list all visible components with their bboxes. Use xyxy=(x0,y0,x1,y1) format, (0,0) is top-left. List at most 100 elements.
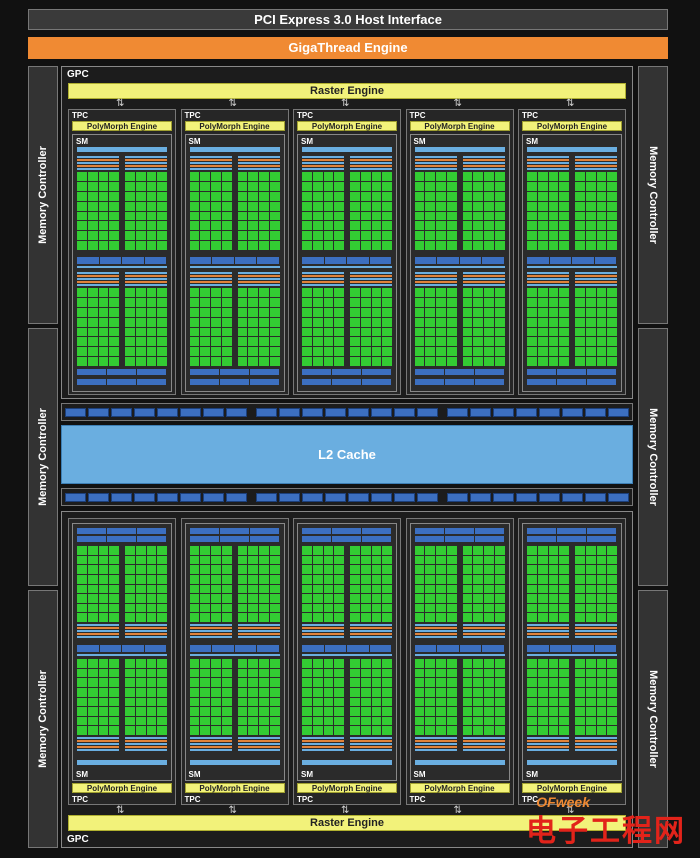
cuda-core xyxy=(211,191,221,201)
dispatch-bar xyxy=(414,633,457,635)
cuda-core xyxy=(146,613,157,622)
cuda-core xyxy=(189,584,200,594)
l2-register-cell xyxy=(325,408,346,417)
cuda-core xyxy=(211,594,221,603)
cuda-core xyxy=(425,297,435,307)
dispatch-bar xyxy=(350,156,392,158)
cuda-core xyxy=(360,327,371,337)
cuda-core xyxy=(125,201,135,211)
cuda-core xyxy=(334,231,344,241)
cuda-core xyxy=(537,241,548,250)
cuda-core xyxy=(382,707,392,716)
cuda-core xyxy=(109,687,119,697)
cuda-core xyxy=(221,357,232,366)
cuda-core xyxy=(98,211,109,221)
cuda-core xyxy=(585,337,596,347)
cuda-core xyxy=(425,716,435,726)
cuda-core xyxy=(109,317,119,327)
dispatch-bar xyxy=(302,633,344,635)
cuda-core xyxy=(575,357,585,366)
l2-register-cell xyxy=(493,493,514,502)
l2-register-cell xyxy=(516,493,537,502)
cuda-core xyxy=(414,201,425,211)
cuda-core xyxy=(125,172,135,181)
dispatch-bar xyxy=(575,749,617,751)
cuda-core xyxy=(350,697,360,707)
l2-register-cell xyxy=(279,493,300,502)
cuda-core xyxy=(382,307,392,317)
l2-register-cell xyxy=(203,408,224,417)
cuda-core xyxy=(312,221,323,231)
l2-register-cell xyxy=(256,493,277,502)
dispatch-bar xyxy=(414,627,457,629)
cuda-core xyxy=(125,347,135,357)
cuda-core xyxy=(382,716,392,726)
cuda-core xyxy=(302,574,312,584)
cuda-core xyxy=(125,697,135,707)
cuda-core xyxy=(237,297,248,307)
cuda-core xyxy=(221,221,232,231)
watermark-logo: OFweek xyxy=(536,794,590,810)
cuda-core xyxy=(382,565,392,574)
cuda-core xyxy=(189,594,200,603)
cuda-core xyxy=(259,337,269,347)
register-file-cell xyxy=(189,257,211,264)
cuda-core xyxy=(371,297,382,307)
cuda-core xyxy=(323,594,334,603)
cuda-core xyxy=(135,337,146,347)
cuda-core xyxy=(559,221,569,231)
memory-controller-label: Memory Controller xyxy=(37,408,49,506)
cuda-core xyxy=(414,659,425,668)
cuda-core xyxy=(537,327,548,337)
dispatch-bar xyxy=(575,284,617,286)
cuda-core xyxy=(350,668,360,678)
dispatch-bar xyxy=(77,633,119,635)
cuda-core xyxy=(259,546,269,555)
cuda-core xyxy=(585,347,596,357)
cuda-core xyxy=(548,613,559,622)
cuda-core xyxy=(87,668,98,678)
cuda-core xyxy=(146,317,157,327)
cuda-core xyxy=(414,555,425,565)
dispatch-bar xyxy=(125,636,167,638)
arrow-icon: ⇅ xyxy=(341,98,350,109)
cuda-core xyxy=(527,697,537,707)
cuda-core xyxy=(559,201,569,211)
cuda-core xyxy=(200,668,210,678)
cuda-core xyxy=(312,288,323,297)
cuda-core xyxy=(575,574,585,584)
register-file-cell xyxy=(594,645,616,652)
cuda-core xyxy=(312,726,323,735)
dispatch-bar xyxy=(237,284,280,286)
cuda-core xyxy=(200,317,210,327)
dispatch-bar xyxy=(527,737,569,739)
polymorph-engine: PolyMorph Engine xyxy=(184,121,285,131)
cuda-core xyxy=(98,613,109,622)
cuda-core xyxy=(484,347,494,357)
cuda-core xyxy=(87,297,98,307)
cuda-core xyxy=(312,181,323,191)
cuda-core xyxy=(425,697,435,707)
cuda-core xyxy=(462,546,473,555)
texture-cell xyxy=(414,528,444,534)
dispatch-bar xyxy=(189,746,232,748)
cuda-core xyxy=(575,603,585,613)
dispatch-bar xyxy=(575,636,617,638)
dispatch-bar xyxy=(350,630,392,632)
cuda-core xyxy=(211,555,221,565)
cuda-core xyxy=(436,181,446,191)
dispatch-bar xyxy=(462,627,505,629)
cuda-core xyxy=(77,594,87,603)
cuda-core xyxy=(559,347,569,357)
streaming-multiprocessor: SM xyxy=(297,134,397,392)
cuda-core xyxy=(462,337,473,347)
cuda-core xyxy=(237,201,248,211)
cuda-core xyxy=(446,565,457,574)
register-file-cell xyxy=(549,645,571,652)
texture-cell xyxy=(189,528,219,534)
cuda-core xyxy=(157,181,167,191)
cuda-core xyxy=(559,241,569,250)
